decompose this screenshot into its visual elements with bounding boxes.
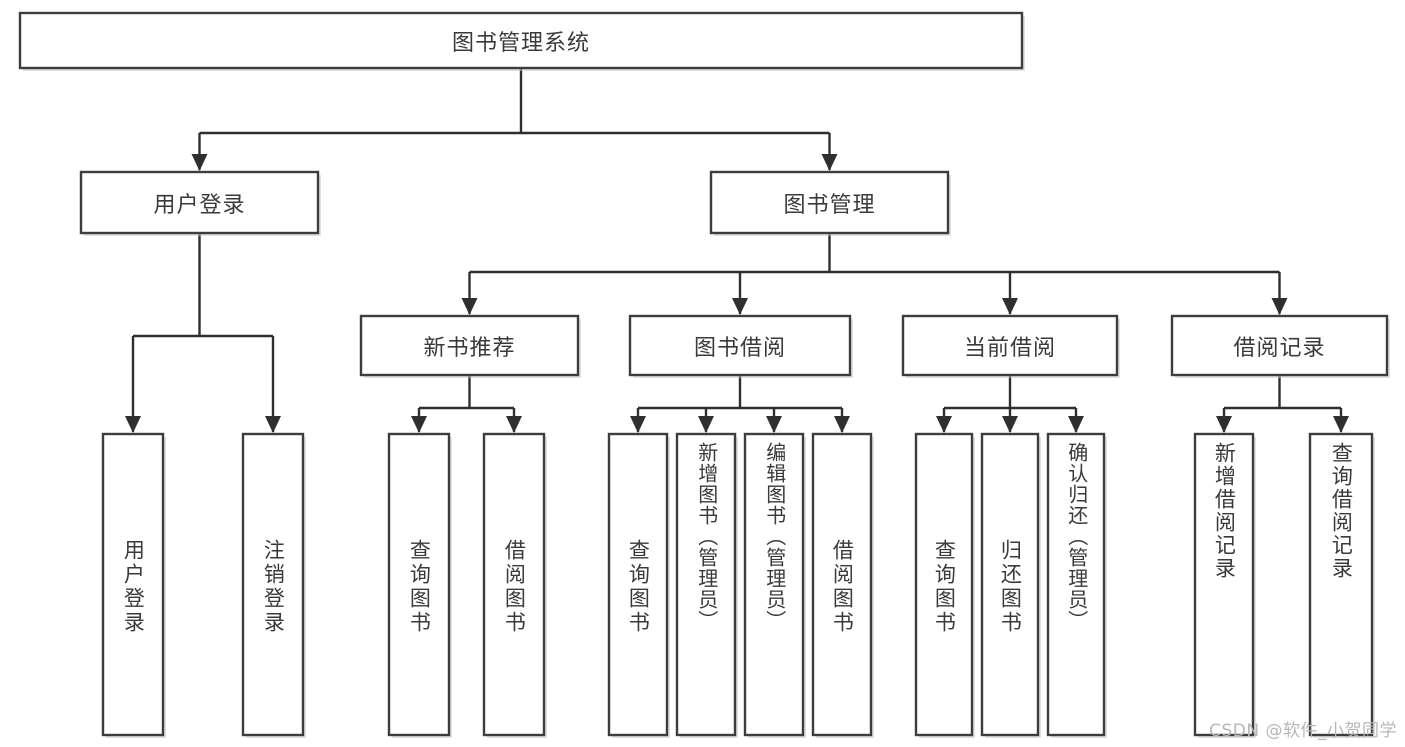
arrow-head-icon	[936, 416, 952, 433]
arrow-head-icon	[191, 154, 208, 171]
arrow-head-icon	[1216, 416, 1232, 433]
node-box-leaf-user-logout[interactable]	[241, 432, 305, 737]
node-box-leaf-borrow-lend[interactable]	[811, 432, 873, 737]
arrow-head-icon	[630, 416, 646, 433]
node-box-borrow[interactable]	[628, 314, 852, 377]
node-box-leaf-newbook-query[interactable]	[387, 432, 451, 737]
node-box-leaf-current-return[interactable]	[980, 432, 1040, 737]
node-box-newbook[interactable]	[359, 314, 580, 377]
node-box-leaf-current-confirm[interactable]	[1046, 432, 1106, 737]
node-box-login[interactable]	[79, 170, 320, 235]
arrow-head-icon	[1002, 416, 1018, 433]
arrow-head-icon	[1333, 416, 1349, 433]
node-box-leaf-record-add[interactable]	[1193, 432, 1255, 737]
arrow-head-icon	[821, 154, 838, 171]
connector-layer	[125, 68, 1349, 433]
arrow-head-icon	[1068, 416, 1084, 433]
arrow-head-icon	[732, 298, 748, 315]
arrow-head-icon	[1271, 298, 1288, 315]
arrow-head-icon	[411, 416, 427, 433]
arrow-head-icon	[698, 416, 714, 433]
arrow-head-icon	[265, 416, 281, 433]
node-box-layer	[18, 11, 1390, 738]
arrow-head-icon	[834, 416, 850, 433]
arrow-head-icon	[766, 416, 782, 433]
arrow-head-icon	[506, 416, 522, 433]
node-box-leaf-record-query[interactable]	[1308, 432, 1374, 737]
node-box-leaf-current-query[interactable]	[914, 432, 974, 737]
arrow-head-icon	[125, 416, 141, 433]
node-box-bookmgmt[interactable]	[709, 170, 950, 235]
arrow-head-icon	[461, 298, 478, 315]
node-box-leaf-borrow-add[interactable]	[675, 432, 737, 737]
node-box-records[interactable]	[1170, 314, 1389, 377]
node-box-current[interactable]	[901, 314, 1119, 377]
node-box-leaf-user-login[interactable]	[101, 432, 165, 737]
node-box-root[interactable]	[18, 11, 1024, 70]
node-box-leaf-borrow-query[interactable]	[607, 432, 669, 737]
arrow-head-icon	[1002, 298, 1018, 315]
node-box-leaf-newbook-borrow[interactable]	[482, 432, 546, 737]
node-box-leaf-borrow-edit[interactable]	[743, 432, 805, 737]
